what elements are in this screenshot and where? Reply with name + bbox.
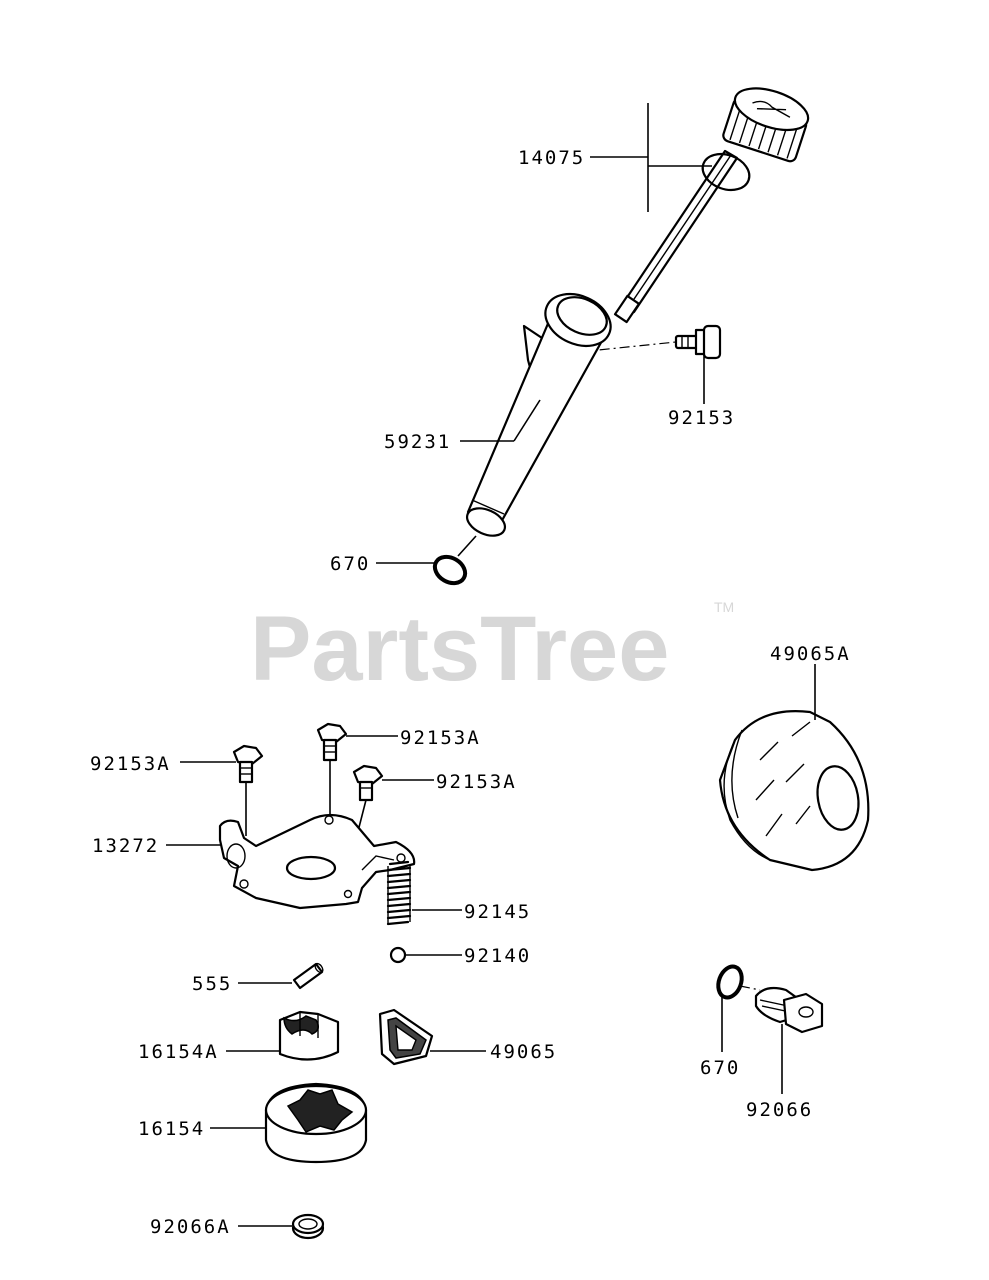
callout-49065: 49065	[490, 1041, 557, 1063]
callout-92140: 92140	[464, 945, 531, 967]
callout-670-bottom: 670	[700, 1057, 740, 1079]
part-spring-92145[interactable]	[386, 860, 412, 926]
callout-92153A-top: 92153A	[400, 727, 481, 749]
part-bolt-92153A-top[interactable]	[316, 722, 348, 762]
callout-92066: 92066	[746, 1099, 813, 1121]
callout-92145: 92145	[464, 901, 531, 923]
part-outer-rotor-16154[interactable]	[264, 1082, 368, 1164]
part-inner-rotor-16154A[interactable]	[278, 1010, 340, 1061]
part-plate-13272[interactable]	[218, 813, 416, 910]
callout-92066A: 92066A	[150, 1216, 231, 1238]
watermark: PartsTree	[250, 598, 669, 700]
callout-555: 555	[192, 973, 232, 995]
part-bolt-92153[interactable]	[674, 324, 722, 360]
part-dipstick-14075[interactable]	[613, 80, 813, 324]
watermark-trademark: TM	[714, 599, 734, 615]
callout-92153A-right: 92153A	[436, 771, 517, 793]
callout-59231: 59231	[384, 431, 451, 453]
callout-14075: 14075	[518, 147, 585, 169]
part-ball-92140[interactable]	[389, 946, 407, 964]
callout-13272: 13272	[92, 835, 159, 857]
callout-49065A: 49065A	[770, 643, 851, 665]
part-pin-555[interactable]	[292, 962, 324, 990]
callout-670-top: 670	[330, 553, 370, 575]
part-dipstick-tube-59231[interactable]	[463, 284, 619, 541]
callout-92153: 92153	[668, 407, 735, 429]
part-o-ring-670-bottom[interactable]	[714, 963, 746, 1001]
part-seal-92066A[interactable]	[291, 1213, 325, 1240]
part-drain-plug-92066[interactable]	[754, 986, 824, 1034]
part-bolt-92153A-right[interactable]	[352, 764, 384, 802]
part-strainer-49065[interactable]	[378, 1008, 434, 1066]
callout-16154: 16154	[138, 1118, 205, 1140]
part-bolt-92153A-left[interactable]	[232, 744, 264, 784]
callout-92153A-left: 92153A	[90, 753, 171, 775]
callout-16154A: 16154A	[138, 1041, 219, 1063]
part-oil-filter-49065A[interactable]	[718, 710, 870, 872]
part-o-ring-670-top[interactable]	[430, 552, 470, 589]
